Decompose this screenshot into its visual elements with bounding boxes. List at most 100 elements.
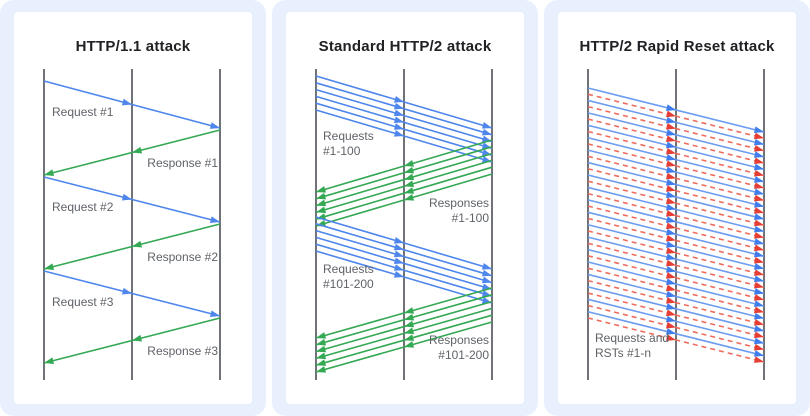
request-arrow-head bbox=[665, 166, 676, 174]
label-response-1: Response #1 bbox=[147, 156, 218, 170]
request-arrow-head bbox=[753, 225, 764, 233]
response-arrow-head bbox=[404, 334, 415, 341]
label-request-1: Request #1 bbox=[52, 105, 114, 119]
request-arrow-line bbox=[315, 88, 493, 143]
label-line: Responses bbox=[428, 196, 489, 210]
panel-title-rapid-reset: HTTP/2 Rapid Reset attack bbox=[579, 38, 775, 55]
rst-arrow-head bbox=[665, 234, 676, 242]
request-arrow-head bbox=[209, 310, 220, 317]
rst-arrow-head bbox=[753, 343, 764, 351]
request-arrow-head bbox=[753, 350, 764, 357]
label-line: Requests bbox=[323, 129, 374, 143]
response-arrow-head bbox=[316, 352, 327, 360]
response-arrow-head bbox=[316, 359, 327, 366]
label-line: Requests bbox=[323, 262, 374, 276]
request-arrow-head bbox=[665, 191, 676, 199]
request-arrow-head bbox=[753, 312, 764, 320]
request-arrow-head bbox=[753, 300, 764, 308]
rst-arrow-head bbox=[665, 297, 676, 304]
card-rapid-reset-attack: HTTP/2 Rapid Reset attack Requests and R… bbox=[558, 12, 796, 404]
rst-arrow-head bbox=[665, 210, 676, 217]
request-arrow-head bbox=[665, 315, 676, 323]
rst-arrow-head bbox=[753, 145, 764, 152]
sequence-diagram-rapid-reset bbox=[587, 69, 765, 380]
response-arrow-head bbox=[404, 194, 415, 201]
rst-arrow-head bbox=[665, 147, 676, 155]
rst-arrow-head bbox=[753, 219, 764, 227]
rst-arrow-head bbox=[665, 321, 676, 329]
tile-standard-http2-attack: Standard HTTP/2 attack Requests #1-100 R… bbox=[272, 0, 538, 416]
rst-arrow-head bbox=[665, 247, 676, 254]
label-response-3: Response #3 bbox=[147, 344, 218, 358]
label-line: Requests and bbox=[595, 331, 670, 345]
label-request-2: Request #2 bbox=[52, 200, 114, 214]
label-line: RSTs #1-n bbox=[595, 346, 652, 360]
request-arrow-line bbox=[587, 223, 765, 270]
request-arrow-head bbox=[121, 193, 132, 201]
rst-arrow-head bbox=[665, 160, 676, 167]
rst-arrow-head bbox=[753, 356, 764, 363]
request-arrow-head bbox=[753, 325, 764, 332]
request-arrow-head bbox=[665, 104, 676, 111]
label-requests-and-rsts: Requests and RSTs #1-n bbox=[595, 331, 669, 361]
rst-arrow-head bbox=[665, 123, 676, 130]
rst-arrow-head bbox=[665, 284, 676, 292]
request-arrow-head bbox=[753, 275, 764, 283]
request-arrow-head bbox=[753, 138, 764, 146]
request-arrow-head bbox=[665, 241, 676, 248]
request-arrow-head bbox=[753, 263, 764, 270]
response-arrow-head bbox=[316, 206, 327, 213]
request-arrow-head bbox=[753, 287, 764, 295]
request-arrow-head bbox=[753, 213, 764, 221]
rst-arrow-head bbox=[665, 197, 676, 205]
response-arrow-head bbox=[44, 169, 55, 176]
label-requests-101-200: Requests #101-200 bbox=[323, 262, 374, 292]
request-arrow-head bbox=[665, 216, 676, 223]
response-arrow-head bbox=[44, 357, 55, 364]
panel-title-http2: Standard HTTP/2 attack bbox=[318, 38, 492, 55]
request-arrow-head bbox=[753, 151, 764, 158]
response-arrow-head bbox=[316, 366, 327, 373]
request-arrow-head bbox=[481, 263, 492, 270]
rst-arrow-head bbox=[753, 182, 764, 189]
response-arrow-head bbox=[316, 338, 327, 346]
request-arrow-head bbox=[393, 257, 404, 264]
response-arrow-head bbox=[404, 313, 415, 321]
response-arrow-head bbox=[404, 187, 415, 194]
tile-rapid-reset-attack: HTTP/2 Rapid Reset attack Requests and R… bbox=[544, 0, 810, 416]
response-arrow-head bbox=[316, 186, 327, 193]
rst-arrow-head bbox=[665, 272, 676, 279]
rst-arrow-head bbox=[753, 157, 764, 165]
request-arrow-head bbox=[393, 271, 404, 278]
rst-arrow-head bbox=[665, 110, 676, 118]
request-arrow-head bbox=[665, 203, 676, 211]
request-arrow-head bbox=[665, 303, 676, 310]
rst-arrow-head bbox=[753, 294, 764, 301]
request-arrow-head bbox=[665, 290, 676, 298]
card-http11-attack: HTTP/1.1 attack Request #1 Response #1 R… bbox=[14, 12, 252, 404]
request-arrow-head bbox=[665, 154, 676, 161]
request-arrow-head bbox=[393, 116, 404, 123]
label-response-2: Response #2 bbox=[147, 250, 218, 264]
request-arrow-head bbox=[753, 176, 764, 183]
request-arrow-head bbox=[753, 126, 764, 133]
rst-arrow-head bbox=[753, 281, 764, 289]
rst-arrow-head bbox=[665, 309, 676, 317]
rst-arrow-line bbox=[587, 105, 765, 152]
label-line: #1-100 bbox=[323, 144, 361, 158]
request-arrow-head bbox=[393, 102, 404, 110]
rst-arrow-head bbox=[665, 222, 676, 230]
request-arrow-head bbox=[393, 264, 404, 271]
label-line: #101-200 bbox=[323, 277, 374, 291]
request-arrow-line bbox=[315, 95, 493, 150]
response-arrow-head bbox=[316, 332, 327, 339]
sequence-diagram-http2 bbox=[315, 69, 493, 380]
request-arrow-head bbox=[121, 98, 132, 106]
response-arrow-head bbox=[404, 307, 415, 314]
request-arrow-head bbox=[665, 328, 676, 335]
request-arrow-head bbox=[665, 228, 676, 236]
rst-arrow-line bbox=[587, 242, 765, 289]
response-arrow-head bbox=[44, 263, 55, 270]
response-arrow-head bbox=[404, 160, 415, 167]
label-requests-1-100: Requests #1-100 bbox=[323, 129, 374, 159]
